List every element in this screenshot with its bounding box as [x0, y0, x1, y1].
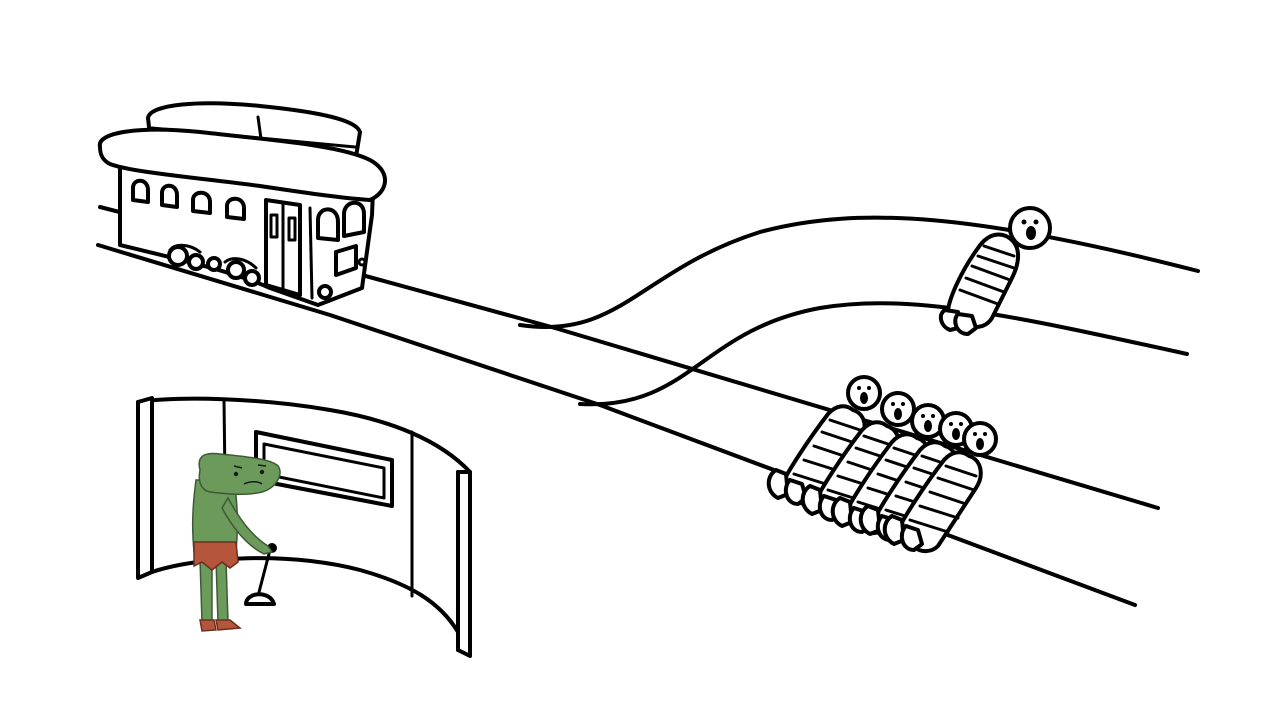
booth-back-wall-top — [136, 396, 472, 474]
trolley-front-edge — [308, 206, 314, 300]
operator-head — [198, 452, 281, 496]
trolley-door-window-left — [269, 213, 279, 239]
trolley-front-window-left — [316, 207, 340, 242]
person-icon — [882, 421, 998, 553]
trolley-window-3 — [191, 190, 212, 215]
trolley-roof — [97, 127, 387, 202]
person-icon — [938, 206, 1052, 336]
trolley-window-2 — [160, 183, 179, 209]
main-rail-lower — [96, 243, 602, 407]
trolley-window-1 — [131, 178, 150, 204]
trolley-front-sign — [334, 244, 358, 277]
upper-branch-rail-a — [518, 215, 1200, 330]
person-icon — [766, 375, 882, 507]
trolley-front-window-right — [342, 200, 366, 238]
trolley-icon — [97, 101, 387, 307]
control-booth — [136, 396, 472, 658]
trolley-door — [264, 198, 302, 297]
lever-base — [244, 592, 276, 606]
trolley-headlight — [357, 257, 367, 267]
operator-mouth — [243, 481, 263, 485]
operator-loincloth — [193, 541, 239, 571]
trolley-window-4 — [225, 196, 246, 221]
operator-leg-right — [215, 559, 229, 623]
trolley-door-window-right — [287, 216, 297, 242]
operator-eye-right — [259, 469, 265, 475]
single-person-foot-right — [953, 312, 978, 336]
booth-left-panel — [136, 396, 154, 580]
person-icon — [858, 411, 974, 543]
lever-icon — [244, 543, 277, 606]
operator-arm — [221, 496, 274, 555]
lever-arm — [256, 548, 272, 598]
operator-shoe-left — [199, 619, 217, 632]
five-people — [766, 375, 998, 553]
operator-shoe-right — [215, 619, 242, 631]
operator-eye-left — [233, 471, 239, 477]
upper-branch-rail-b — [578, 301, 1189, 407]
operator-icon — [191, 452, 281, 632]
trolley-wheels — [167, 243, 333, 300]
